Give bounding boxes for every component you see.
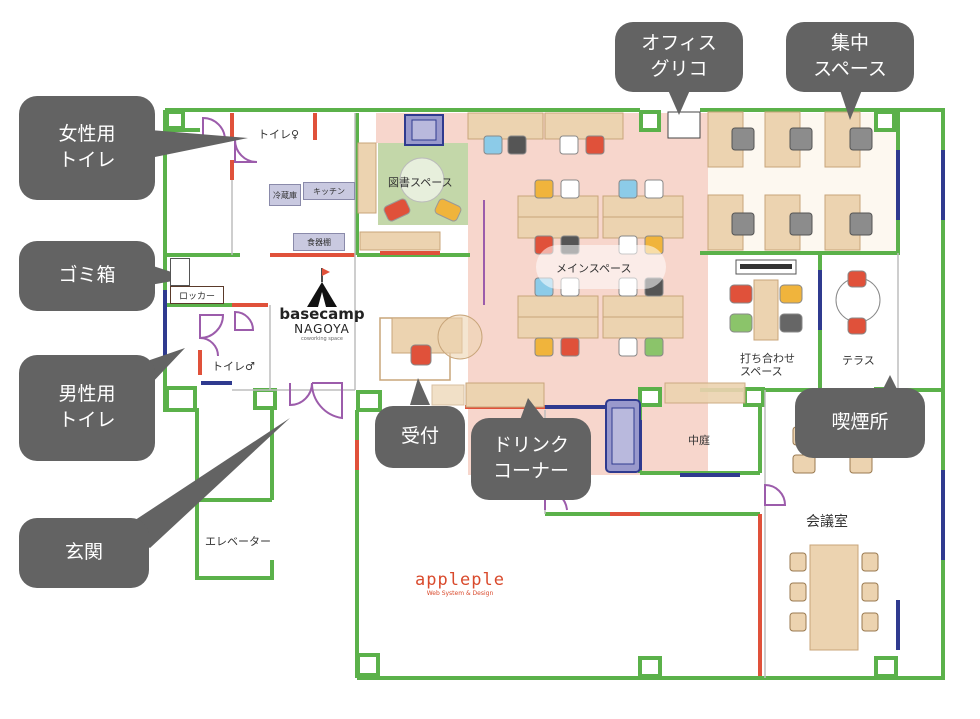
callout-focus-space: 集中 スペース: [786, 22, 914, 92]
callout-drink-corner: ドリンク コーナー: [471, 418, 591, 500]
terrace-furniture: [835, 270, 881, 335]
label-locker: ロッカー: [178, 291, 215, 302]
callout-trash: ゴミ箱: [19, 241, 155, 311]
conference-furniture: [789, 544, 879, 651]
label-elevator: エレベーター: [205, 535, 271, 548]
basecamp-logo-name: basecamp: [279, 305, 365, 323]
main-space-zone: [468, 113, 708, 475]
label-toilet-female: トイレ♀: [258, 128, 300, 141]
main-space-label-bg: [536, 245, 666, 289]
locker-box: ロッカー: [170, 286, 224, 304]
label-kitchen: キッチン: [313, 186, 345, 196]
label-terrace: テラス: [842, 354, 875, 367]
label-dish-cabinet: 食器棚: [307, 237, 331, 247]
label-library: 図書スペース: [388, 176, 453, 189]
trash-box: [170, 258, 190, 286]
pillars: [165, 110, 898, 678]
callout-smoking: 喫煙所: [795, 388, 925, 458]
appleple-logo: appleple Web System & Design: [405, 570, 515, 597]
callout-office-glico: オフィス グリコ: [615, 22, 743, 92]
callout-mens-toilet: 男性用 トイレ: [19, 355, 155, 461]
inner-lines: [231, 113, 899, 678]
callout-reception: 受付: [375, 406, 465, 468]
office-glico-box: [667, 111, 701, 139]
kitchen-box: キッチン: [303, 182, 355, 200]
appleple-logo-name: appleple: [415, 570, 505, 590]
label-meeting-space: 打ち合わせ スペース: [740, 352, 795, 379]
library-table: [399, 157, 445, 203]
main-desks: [517, 195, 684, 339]
label-courtyard: 中庭: [688, 434, 710, 447]
focus-chairs: [731, 127, 873, 236]
fridge-box: 冷蔵庫: [269, 184, 301, 206]
label-toilet-male: トイレ♂: [212, 360, 255, 373]
label-fridge: 冷蔵庫: [273, 190, 297, 200]
drink-counter: [465, 382, 545, 408]
library-bench: [359, 231, 441, 251]
basecamp-logo: basecamp NAGOYA coworking space: [278, 306, 366, 342]
meeting-furniture: [729, 259, 803, 341]
label-main-space: メインスペース: [556, 262, 632, 275]
basecamp-logo-tag: coworking space: [301, 335, 343, 342]
callout-womens-toilet: 女性用 トイレ: [19, 96, 155, 200]
dish-cabinet-box: 食器棚: [293, 233, 345, 251]
appleple-logo-tag: Web System & Design: [426, 590, 494, 597]
label-conference: 会議室: [806, 514, 848, 530]
basecamp-logo-city: NAGOYA: [294, 321, 350, 336]
basecamp-logo-mark: [307, 268, 337, 307]
callout-entrance: 玄関: [19, 518, 149, 588]
library-bookshelf: [357, 142, 377, 214]
reception-counter: [379, 314, 483, 381]
